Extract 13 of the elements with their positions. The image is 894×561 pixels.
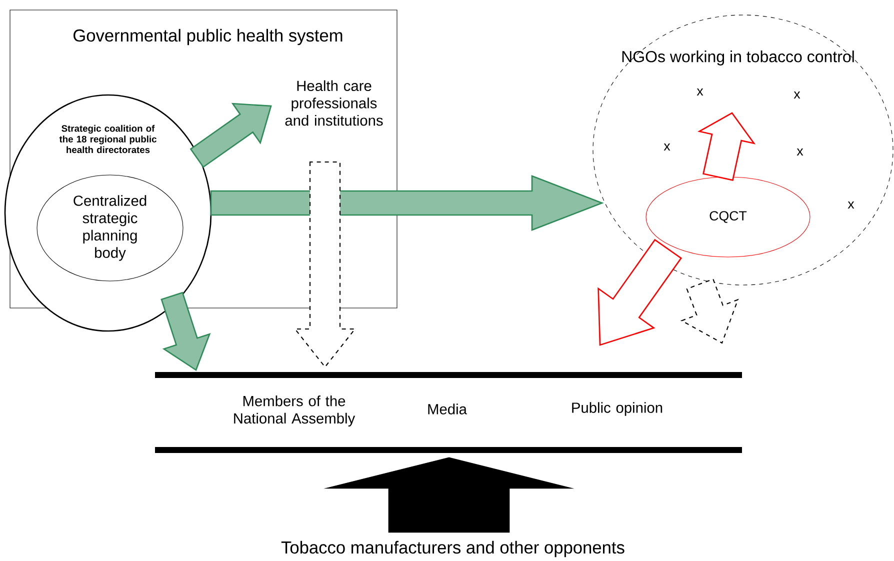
stakeholder-band: Members of the National Assembly Media Public opinion [155,372,742,453]
hatched-block-arrow [210,175,604,231]
dashed-block-arrow [294,161,356,368]
opponents-label: Tobacco manufacturers and other opponents [281,540,624,558]
cross-mark: x [664,143,670,151]
block-arrow [324,457,574,533]
cross-mark: x [848,201,854,209]
group-label: Health care professionals and institutions [285,80,383,126]
cross-mark: x [696,88,704,96]
cross-mark: x [796,148,804,156]
hatched-block-arrow [160,292,211,372]
outline-block-arrow [697,112,756,181]
cross-mark: x [794,91,800,99]
